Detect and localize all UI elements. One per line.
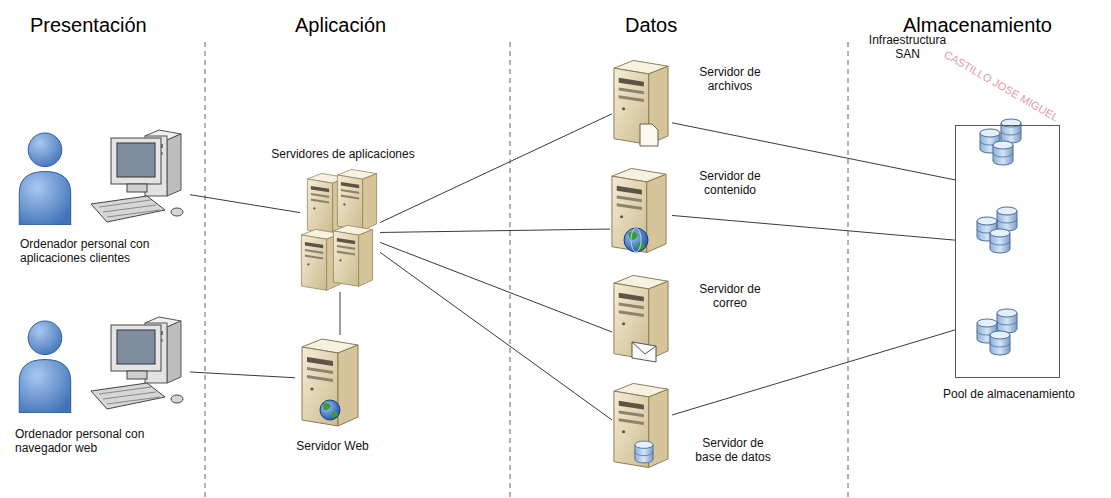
connector-line	[380, 252, 612, 420]
file-server-node: Servidor de archivos	[612, 58, 672, 148]
watermark: CASTILLO JOSE MIGUEL	[942, 48, 1061, 123]
connector-line	[672, 215, 955, 240]
browser-pc-node: Ordenador personal con navegador web	[15, 315, 190, 415]
column-heading: Aplicación	[295, 14, 386, 37]
database-server-icon	[614, 383, 668, 467]
node-label: Servidor Web	[275, 440, 390, 454]
node-label: Servidor de correo	[688, 283, 772, 311]
user-pc-icon	[19, 317, 183, 413]
node-caption: Pool de almacenamiento	[924, 388, 1094, 402]
connector-line	[380, 114, 612, 223]
node-label: Servidor de base de datos	[688, 437, 778, 465]
database-server-node: Servidor de base de datos	[612, 380, 672, 480]
storage-disk-group	[977, 207, 1017, 253]
node-label: Servidor de archivos	[688, 66, 772, 94]
mail-server-node: Servidor de correo	[612, 272, 672, 372]
connector-line	[672, 330, 955, 415]
app-server-node: Servidores de aplicaciones	[300, 168, 380, 292]
column-heading: Almacenamiento	[903, 14, 1052, 37]
node-label: Servidores de aplicaciones	[258, 148, 428, 162]
node-label: Infraestructura SAN	[859, 34, 956, 62]
web-server-node: Servidor Web	[295, 335, 370, 430]
san-pool-box: Infraestructura SANPool de almacenamient…	[955, 125, 1060, 378]
node-label: Ordenador personal con aplicaciones clie…	[20, 238, 200, 266]
column-divider	[205, 42, 848, 498]
content-server-node: Servidor de contenido	[610, 165, 672, 262]
connector-line	[380, 229, 610, 232]
file-server-icon	[614, 60, 668, 146]
column-heading: Presentación	[30, 14, 147, 37]
storage-disk-group	[977, 309, 1017, 355]
user-pc-icon	[19, 130, 183, 225]
web-server-icon	[302, 339, 358, 426]
connector-line	[340, 292, 341, 335]
connector-line	[380, 242, 612, 332]
client-pc-node: Ordenador personal con aplicaciones clie…	[15, 130, 190, 228]
connector-line	[190, 372, 295, 378]
server-cluster-icon	[301, 169, 376, 290]
node-label: Ordenador personal con navegador web	[15, 428, 195, 456]
content-server-icon	[612, 168, 666, 252]
mail-server-icon	[614, 275, 668, 362]
node-label: Servidor de contenido	[688, 170, 772, 198]
connector-line	[190, 195, 300, 213]
column-heading: Datos	[625, 14, 677, 37]
